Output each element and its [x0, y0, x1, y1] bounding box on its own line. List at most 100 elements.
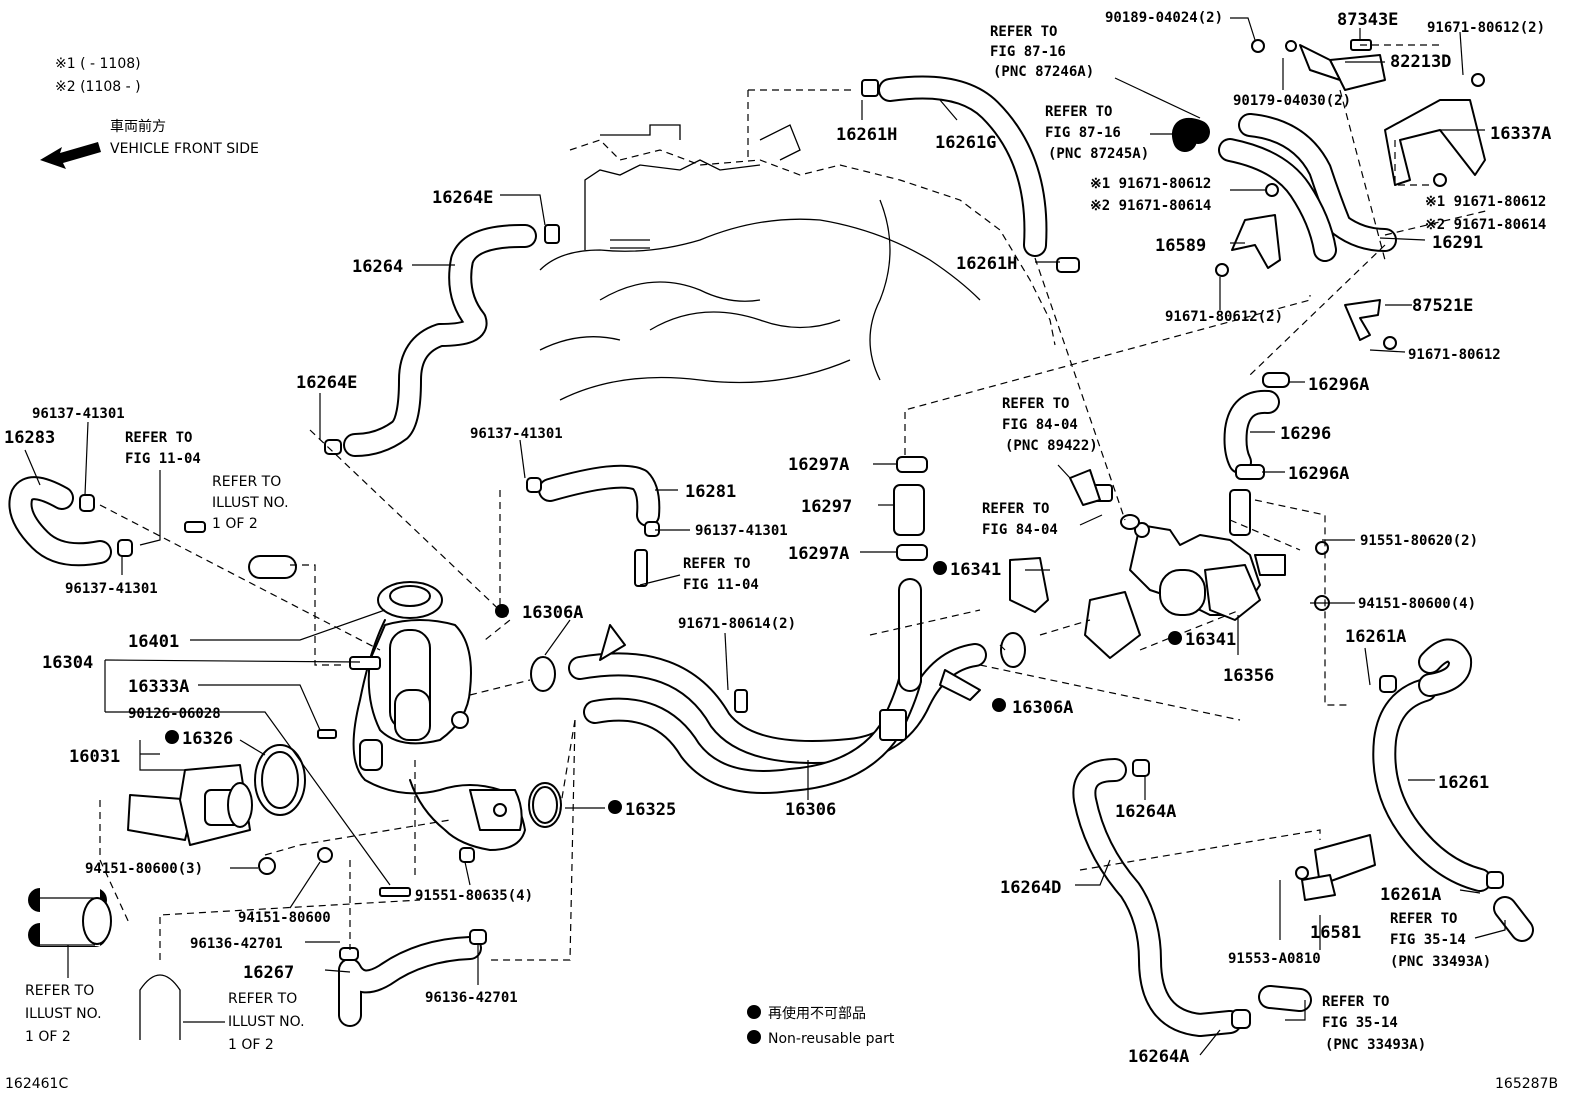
ref-illust-c[interactable]: REFER TO ILLUST NO. 1 OF 2 — [228, 991, 305, 1053]
label-90189[interactable]: 90189-04024(2) — [1105, 10, 1223, 26]
bracket-87521E[interactable] — [1344, 299, 1381, 341]
label-16337A[interactable]: 16337A — [1490, 124, 1551, 144]
label-16306[interactable]: 16306 — [785, 800, 836, 820]
label-16261A-top[interactable]: 16261A — [1345, 627, 1406, 647]
label-90126[interactable]: 90126-06028 — [128, 706, 221, 722]
label-91671-80614-2[interactable]: 91671-80614(2) — [678, 616, 796, 632]
label-96137-a[interactable]: 96137-41301 — [32, 406, 125, 422]
bracket-16337A[interactable] — [1384, 99, 1486, 186]
hose-16281[interactable] — [538, 464, 661, 527]
label-82213D[interactable]: 82213D — [1390, 52, 1451, 72]
label-91551-80635[interactable]: 91551-80635(4) — [415, 888, 533, 904]
hose-16264D[interactable] — [1072, 758, 1242, 1037]
label-87343E[interactable]: 87343E — [1337, 10, 1398, 30]
label-s1-91671-80612-left[interactable]: ※1 91671-80612 — [1090, 176, 1211, 192]
label-16281[interactable]: 16281 — [685, 482, 736, 502]
label-16261G[interactable]: 16261G — [935, 133, 996, 153]
label-16356[interactable]: 16356 — [1223, 666, 1274, 686]
label-16306A-left[interactable]: 16306A — [522, 603, 583, 623]
ref-fig-87-16-b[interactable]: REFER TO FIG 87-16 (PNC 87245A) — [1045, 104, 1149, 162]
hose-upper-right-16291[interactable] — [1218, 113, 1397, 262]
label-91671-80612-2b[interactable]: 91671-80612(2) — [1165, 309, 1283, 325]
label-s1-91671-80612[interactable]: ※1 91671-80612 — [1425, 194, 1546, 210]
hose-16296[interactable] — [1223, 389, 1280, 474]
label-16341[interactable]: 16341 — [1185, 630, 1236, 650]
label-16261A[interactable]: 16261A — [1380, 885, 1441, 905]
label-16296A-top[interactable]: 16296A — [1308, 375, 1369, 395]
label-16264E-top[interactable]: 16264E — [432, 188, 493, 208]
thermostat-housing-16031[interactable] — [127, 764, 253, 846]
water-pipe-16306[interactable] — [568, 578, 987, 794]
label-16326[interactable]: 16326 — [182, 729, 233, 749]
gasket-16341[interactable] — [1084, 591, 1141, 659]
water-pump-16304[interactable] — [349, 619, 526, 851]
label-16261[interactable]: 16261 — [1438, 773, 1489, 793]
label-91553[interactable]: 91553-A0810 — [1228, 951, 1321, 967]
label-16283[interactable]: 16283 — [4, 428, 55, 448]
label-94151-80600[interactable]: 94151-80600 — [238, 910, 331, 926]
label-16581[interactable]: 16581 — [1310, 923, 1361, 943]
label-16304[interactable]: 16304 — [42, 653, 93, 673]
label-16264E[interactable]: 16264E — [296, 373, 357, 393]
ref-fig-11-04-b[interactable]: REFER TO FIG 11-04 — [683, 556, 759, 593]
o-ring-16306A-left[interactable] — [530, 656, 556, 692]
label-16261H[interactable]: 16261H — [956, 254, 1017, 274]
label-87521E[interactable]: 87521E — [1412, 296, 1473, 316]
label-16031[interactable]: 16031 — [69, 747, 120, 767]
bracket-16581[interactable] — [1301, 834, 1376, 901]
o-ring-16306A-right[interactable] — [1000, 632, 1026, 668]
label-96137-d[interactable]: 96137-41301 — [695, 523, 788, 539]
hose-16267[interactable] — [338, 936, 482, 1027]
ref-fig-84-04-a[interactable]: REFER TO FIG 84-04 (PNC 89422) — [1002, 396, 1098, 454]
label-96137-c[interactable]: 96137-41301 — [470, 426, 563, 442]
label-16264[interactable]: 16264 — [352, 257, 403, 277]
hose-joint-16297[interactable] — [893, 484, 925, 536]
label-90179[interactable]: 90179-04030(2) — [1233, 93, 1351, 109]
label-16341-top[interactable]: 16341 — [950, 560, 1001, 580]
label-94151-80600-4[interactable]: 94151-80600(4) — [1358, 596, 1476, 612]
ref-fig-87-16-a[interactable]: REFER TO FIG 87-16 (PNC 87246A) — [990, 24, 1094, 80]
label-16261H-top[interactable]: 16261H — [836, 125, 897, 145]
label-96136-b[interactable]: 96136-42701 — [425, 990, 518, 1006]
o-ring-16325[interactable] — [528, 782, 562, 828]
radiator-cap-16401[interactable] — [377, 581, 443, 619]
label-94151-80600-3[interactable]: 94151-80600(3) — [85, 861, 203, 877]
label-16264D[interactable]: 16264D — [1000, 878, 1061, 898]
hose-16261[interactable] — [1372, 678, 1492, 892]
gasket-16341-top[interactable] — [1009, 557, 1049, 613]
ref-fig-35-14-a[interactable]: REFER TO FIG 35-14 (PNC 33493A) — [1390, 911, 1491, 970]
label-16325[interactable]: 16325 — [625, 800, 676, 820]
ref-illust-b[interactable]: REFER TO ILLUST NO. 1 OF 2 — [25, 983, 102, 1045]
label-16264A[interactable]: 16264A — [1128, 1047, 1189, 1067]
label-96136-a[interactable]: 96136-42701 — [190, 936, 283, 952]
label-96137-b[interactable]: 96137-41301 — [65, 581, 158, 597]
label-16297A[interactable]: 16297A — [788, 544, 849, 564]
label-16296[interactable]: 16296 — [1280, 424, 1331, 444]
label-16291[interactable]: 16291 — [1432, 233, 1483, 253]
label-16264A-top[interactable]: 16264A — [1115, 802, 1176, 822]
label-16297A-top[interactable]: 16297A — [788, 455, 849, 475]
ref-fig-35-14-b[interactable]: REFER TO FIG 35-14 (PNC 33493A) — [1322, 994, 1426, 1053]
label-s2-91671-80614-left[interactable]: ※2 91671-80614 — [1090, 198, 1211, 214]
ref-illust-a[interactable]: REFER TO ILLUST NO. 1 OF 2 — [212, 474, 289, 532]
bracket-82213D[interactable] — [1299, 44, 1386, 91]
ref-fig-84-04-b[interactable]: REFER TO FIG 84-04 — [982, 501, 1058, 538]
label-91671-80612-2a[interactable]: 91671-80612(2) — [1427, 20, 1545, 36]
label-16296A[interactable]: 16296A — [1288, 464, 1349, 484]
label-16401[interactable]: 16401 — [128, 632, 179, 652]
sensor-89422[interactable] — [1069, 469, 1101, 506]
label-16333A[interactable]: 16333A — [128, 677, 189, 697]
water-outlet-16356[interactable] — [1129, 489, 1286, 621]
label-16306A[interactable]: 16306A — [1012, 698, 1073, 718]
label-91671-80612[interactable]: 91671-80612 — [1408, 347, 1501, 363]
hose-16283[interactable] — [8, 476, 112, 567]
ref-fig-11-04-a[interactable]: REFER TO FIG 11-04 — [125, 430, 201, 467]
label-16589[interactable]: 16589 — [1155, 236, 1206, 256]
label-16297[interactable]: 16297 — [801, 497, 852, 517]
label-s2-91671-80614[interactable]: ※2 91671-80614 — [1425, 217, 1546, 233]
label-16267[interactable]: 16267 — [243, 963, 294, 983]
gasket-16326[interactable] — [254, 744, 306, 816]
hose-16261G[interactable] — [878, 75, 1048, 257]
hose-16264[interactable] — [343, 223, 537, 457]
label-91551-80620[interactable]: 91551-80620(2) — [1360, 533, 1478, 549]
